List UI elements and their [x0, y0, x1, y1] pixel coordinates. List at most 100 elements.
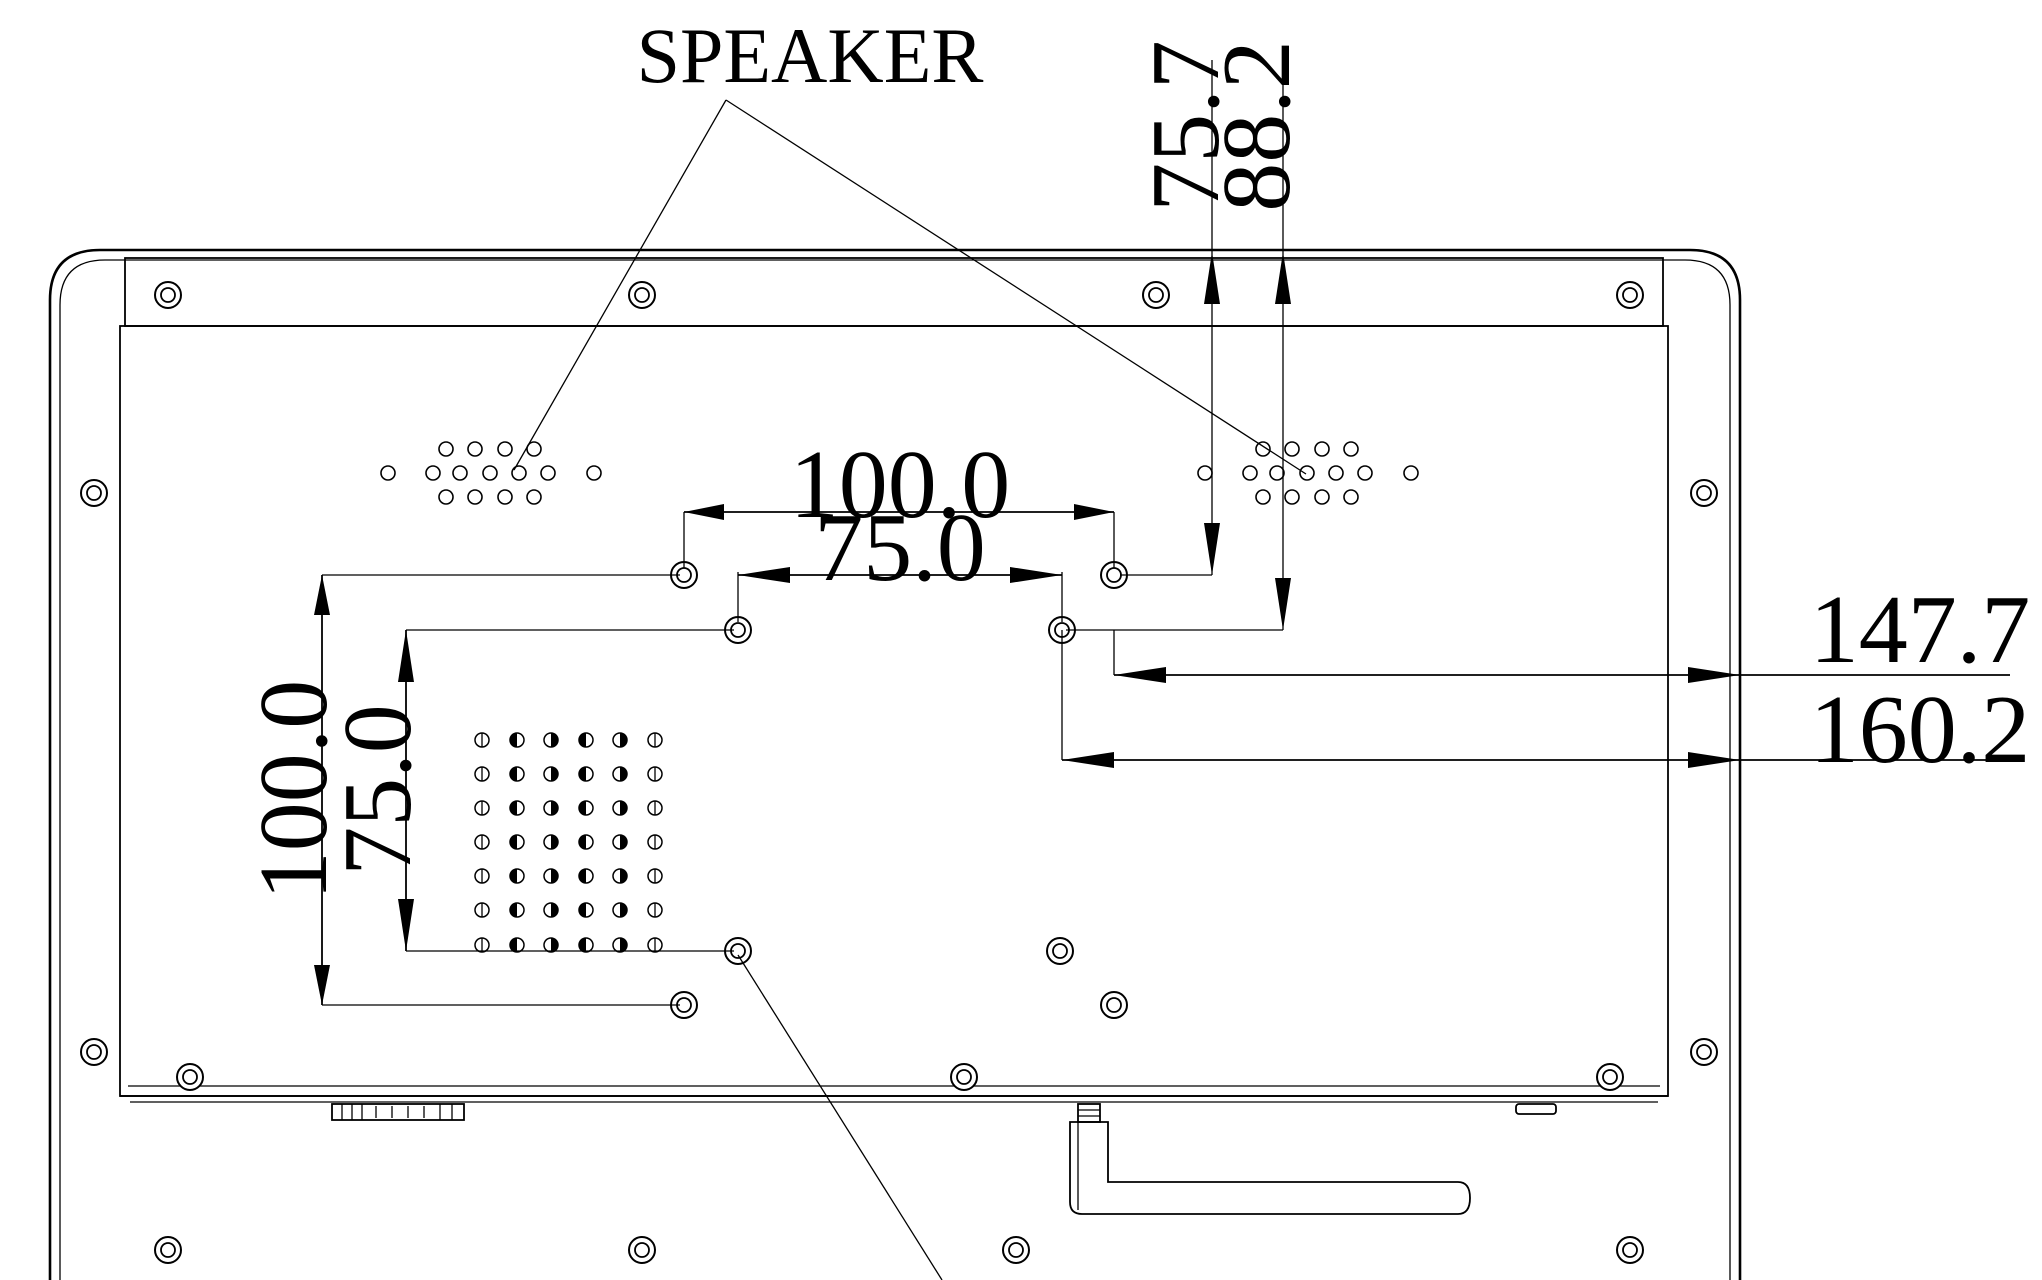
- vent-hole-icon: [647, 834, 663, 850]
- speaker-hole-icon: [1343, 489, 1359, 505]
- screw-hole-icon: [154, 281, 182, 309]
- vent-hole-icon: [543, 800, 559, 816]
- vent-hole-icon: [612, 766, 628, 782]
- speaker-hole-icon: [1314, 441, 1330, 457]
- speaker-grilles: [380, 441, 1419, 505]
- speaker-hole-icon: [1314, 489, 1330, 505]
- speaker-hole-icon: [511, 465, 527, 481]
- screw-hole-icon: [176, 1063, 204, 1091]
- antenna-icon: [1069, 1103, 1471, 1215]
- speaker-hole-icon: [1284, 489, 1300, 505]
- screw-hole-icon: [1596, 1063, 1624, 1091]
- vent-hole-icon: [509, 732, 525, 748]
- dim-right-inner: 147.7: [1810, 576, 2031, 684]
- bottom-right-port: [1515, 1103, 1557, 1115]
- speaker-hole-icon: [1197, 465, 1213, 481]
- vent-hole-icon: [474, 766, 490, 782]
- vent-hole-icon: [578, 902, 594, 918]
- vent-hole-icon: [543, 937, 559, 953]
- speaker-hole-icon: [497, 441, 513, 457]
- speaker-hole-icon: [452, 465, 468, 481]
- vent-hole-icon: [647, 766, 663, 782]
- speaker-hole-icon: [526, 441, 542, 457]
- speaker-hole-icon: [467, 489, 483, 505]
- vent-hole-icon: [509, 868, 525, 884]
- vent-hole-icon: [612, 732, 628, 748]
- screw-hole-icon: [1616, 1236, 1644, 1264]
- speaker-hole-icon: [1328, 465, 1344, 481]
- dimension-top-75-7: 75.7: [1120, 40, 1240, 576]
- vent-hole-icon: [612, 902, 628, 918]
- speaker-hole-icon: [1255, 489, 1271, 505]
- dimension-vertical-100: 100.0: [240, 574, 680, 1006]
- dimension-vertical-75: 75.0: [324, 629, 734, 952]
- vent-hole-icon: [647, 732, 663, 748]
- bottom-leader-line: [737, 954, 943, 1280]
- speaker-hole-icon: [526, 489, 542, 505]
- screw-hole-icon: [80, 1038, 108, 1066]
- vent-hole-icon: [543, 834, 559, 850]
- vent-hole-icon: [474, 902, 490, 918]
- screw-hole-icon: [1690, 1038, 1718, 1066]
- screw-hole-icon: [628, 281, 656, 309]
- screw-hole-icon: [1100, 561, 1128, 589]
- speaker-hole-icon: [1299, 465, 1315, 481]
- vent-grid: [474, 732, 663, 953]
- screw-hole-icon: [628, 1236, 656, 1264]
- vent-hole-icon: [612, 937, 628, 953]
- screw-hole-icon: [1002, 1236, 1030, 1264]
- speaker-label: SPEAKER: [637, 12, 984, 99]
- vent-hole-icon: [543, 902, 559, 918]
- vent-hole-icon: [543, 868, 559, 884]
- screw-hole-icon: [670, 991, 698, 1019]
- vent-hole-icon: [647, 868, 663, 884]
- vent-hole-icon: [578, 766, 594, 782]
- vent-hole-icon: [474, 937, 490, 953]
- speaker-hole-icon: [380, 465, 396, 481]
- dim-vertical-outer: 100.0: [240, 680, 348, 901]
- vent-hole-icon: [509, 834, 525, 850]
- dim-top-inner: 75.7: [1132, 40, 1240, 212]
- vent-hole-icon: [509, 902, 525, 918]
- speaker-hole-icon: [586, 465, 602, 481]
- dim-vertical-inner: 75.0: [324, 704, 432, 876]
- screw-hole-icon: [1690, 479, 1718, 507]
- speaker-hole-icon: [1284, 441, 1300, 457]
- dimension-top-88-2: 88.2: [1066, 40, 1311, 631]
- dimension-right-147-7: 147.7: [1113, 576, 2031, 770]
- vent-hole-icon: [509, 937, 525, 953]
- back-panel: [119, 257, 1669, 1103]
- speaker-hole-icon: [438, 441, 454, 457]
- vent-hole-icon: [474, 732, 490, 748]
- speaker-hole-icon: [467, 441, 483, 457]
- dim-horizontal-outer: 100.0: [790, 431, 1011, 539]
- speaker-hole-icon: [1269, 465, 1285, 481]
- vent-hole-icon: [578, 800, 594, 816]
- speaker-callout: SPEAKER: [513, 12, 1307, 475]
- screw-hole-icon: [1046, 937, 1074, 965]
- speaker-hole-icon: [425, 465, 441, 481]
- dimension-right-160-2: 160.2: [1061, 630, 2030, 784]
- dim-horizontal-inner: 75.0: [814, 494, 986, 602]
- speaker-hole-icon: [1357, 465, 1373, 481]
- speaker-hole-icon: [1403, 465, 1419, 481]
- speaker-hole-icon: [1255, 441, 1271, 457]
- vent-hole-icon: [543, 732, 559, 748]
- dimension-horizontal-100: 100.0: [683, 431, 1115, 568]
- speaker-hole-icon: [1343, 441, 1359, 457]
- screw-hole-icon: [154, 1236, 182, 1264]
- screw-hole-icon: [80, 479, 108, 507]
- screw-hole-icon: [1616, 281, 1644, 309]
- screw-hole-icon: [1142, 281, 1170, 309]
- vent-hole-icon: [543, 766, 559, 782]
- speaker-hole-icon: [482, 465, 498, 481]
- screw-holes: [80, 281, 1718, 1264]
- screw-hole-icon: [1100, 991, 1128, 1019]
- dim-top-outer: 88.2: [1203, 40, 1311, 212]
- connector-icon: [331, 1103, 465, 1121]
- vent-hole-icon: [509, 766, 525, 782]
- vent-hole-icon: [612, 834, 628, 850]
- vent-hole-icon: [612, 868, 628, 884]
- speaker-hole-icon: [1242, 465, 1258, 481]
